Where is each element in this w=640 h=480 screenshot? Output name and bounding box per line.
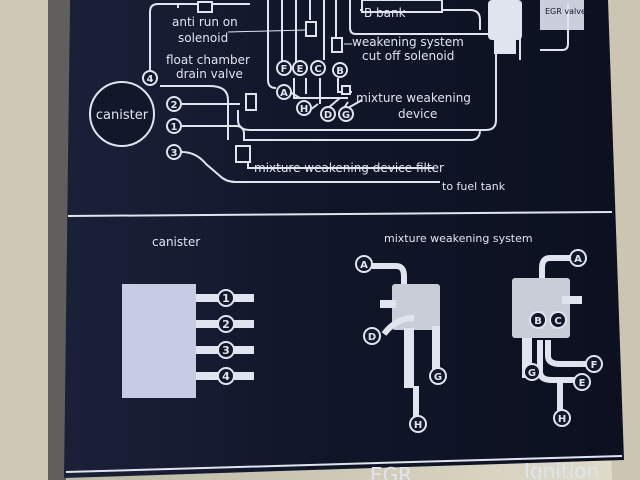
marker-d-text-top: D: [324, 110, 332, 121]
marker-a-top: [276, 84, 292, 100]
anti-run-on-leader: [227, 29, 307, 33]
canister-port-1-text: 1: [222, 292, 230, 305]
drain-valve-label: drain valve: [176, 67, 243, 81]
mix-left-text-g: G: [434, 372, 442, 383]
mix-left-marker-d: [363, 327, 381, 345]
filter-label: mixture weakening device filter: [254, 161, 444, 175]
mix-left-marker-g: [429, 367, 447, 385]
mix-right-marker-e: [573, 373, 591, 391]
marker-e-text-top: E: [297, 64, 304, 75]
marker-d-top: [320, 106, 336, 122]
canister-port-4-text: 4: [222, 370, 230, 383]
marker-b-top: [332, 62, 348, 78]
mix-right-marker-b: [529, 311, 547, 329]
marker-b-text-top: B: [336, 66, 344, 77]
anti-run-on-solenoid-symbol: [305, 21, 317, 37]
mix-right-text-b: B: [534, 316, 542, 327]
port-4-text-top: 4: [147, 74, 154, 85]
device-label: device: [398, 107, 437, 121]
mix-right-text-c: C: [554, 316, 561, 327]
mix-right-marker-g: [523, 363, 541, 381]
valve-symbol: [197, 1, 213, 13]
canister-port-2-marker: [217, 315, 235, 333]
egr-valve-shape: [361, 0, 522, 54]
cut-off-solenoid-label: cut off solenoid: [362, 49, 454, 63]
mix-right-text-a: A: [574, 254, 582, 265]
marker-e-top: [292, 60, 308, 76]
canister-block: [122, 284, 196, 398]
marker-h-text-top: H: [300, 104, 308, 115]
mixture-system-heading: mixture weakening system: [384, 232, 533, 245]
frame-shadow: [48, 0, 70, 480]
marker-g-top: [338, 106, 354, 122]
drain-valve-symbol: [245, 93, 257, 111]
egr-heading: EGR: [370, 463, 412, 480]
canister-section-heading: canister: [152, 235, 200, 249]
canister-circle: [89, 81, 155, 147]
marker-g-text-top: G: [342, 110, 350, 121]
marker-f-text-top: F: [281, 64, 288, 75]
canister-port-1-marker: [217, 289, 235, 307]
marker-c-text-top: C: [314, 64, 321, 75]
mix-right-text-h: H: [558, 414, 566, 425]
mix-right-text-g: G: [528, 368, 536, 379]
canister-port-2-text: 2: [222, 318, 230, 331]
to-fuel-tank-label: to fuel tank: [442, 180, 506, 193]
mix-left-text-d: D: [368, 332, 376, 343]
left-frame-edge: [0, 0, 48, 480]
mix-right-marker-c: [549, 311, 567, 329]
port-3-text-top: 3: [171, 148, 178, 159]
port-4-marker-top: [142, 70, 158, 86]
float-chamber-label: float chamber: [166, 53, 250, 67]
marker-h-top: [296, 100, 312, 116]
bottom-divider: [65, 455, 623, 473]
port-1-marker-top: [166, 118, 182, 134]
b-bank-label: B bank: [364, 6, 406, 20]
filter-symbol: [235, 145, 251, 163]
canister-port-4-marker: [217, 367, 235, 385]
egr-valves-box: [540, 0, 584, 30]
port-1-text-top: 1: [171, 122, 178, 133]
marker-c-top: [310, 60, 326, 76]
ignition-heading: Ignition: [524, 459, 599, 480]
mix-left-text-a: A: [360, 260, 368, 271]
anti-run-on-label: anti run on: [172, 15, 238, 29]
port-3-marker-top: [166, 144, 182, 160]
mix-right-text-f: F: [591, 360, 598, 371]
dark-label-plate: [64, 0, 624, 478]
section-divider: [67, 211, 613, 217]
mix-right-marker-a: [569, 249, 587, 267]
canister-label-top: canister: [96, 108, 149, 123]
mix-left-text-h: H: [414, 420, 422, 431]
solenoid-label: solenoid: [178, 31, 228, 45]
marker-a-text-top: A: [280, 88, 288, 99]
mix-right-marker-h: [553, 409, 571, 427]
mixture-device-symbol: [341, 85, 351, 95]
mixture-device-left: [372, 263, 440, 422]
marker-f-top: [276, 60, 292, 76]
canister-port-3-text: 3: [222, 344, 230, 357]
mix-left-marker-h: [409, 415, 427, 433]
egr-valves-label: EGR valves: [545, 7, 590, 16]
canister-port-3-marker: [217, 341, 235, 359]
mix-left-marker-a: [355, 255, 373, 273]
port-2-marker-top: [166, 96, 182, 112]
cut-off-solenoid-symbol: [331, 37, 343, 53]
mixture-weakening-label: mixture weakening: [356, 91, 471, 105]
mix-right-text-e: E: [579, 378, 586, 389]
weakening-system-label: weakening system: [352, 35, 464, 49]
port-2-text-top: 2: [171, 100, 178, 111]
mix-right-marker-f: [585, 355, 603, 373]
